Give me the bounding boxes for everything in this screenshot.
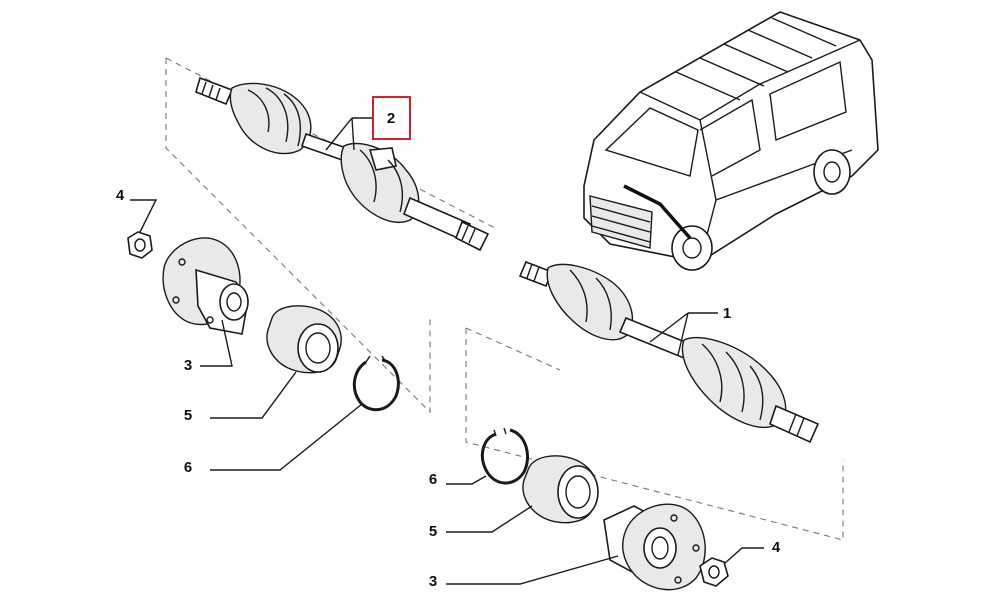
callout-6-left: 6	[184, 403, 363, 476]
bearing-icon	[522, 455, 599, 524]
callout-label-4-left: 4	[116, 187, 125, 204]
driveshaft-icon	[518, 260, 820, 444]
callout-4-left: 4	[116, 187, 158, 233]
callout-label-3-right: 3	[429, 573, 437, 590]
assembly-frame-right	[465, 327, 844, 541]
callout-3-left: 3	[184, 319, 233, 374]
hex-nut-icon	[699, 557, 729, 587]
callout-5-right: 5	[429, 505, 533, 540]
callout-6-right: 6	[429, 471, 487, 488]
wheel-hub-icon	[162, 237, 249, 335]
callout-2: 2	[325, 96, 411, 151]
callout-3-right: 3	[429, 555, 619, 590]
callout-label-6-right: 6	[429, 471, 437, 488]
callout-label-4-right: 4	[772, 539, 781, 556]
hex-nut-icon	[127, 231, 153, 259]
callout-label-5-left: 5	[184, 407, 192, 424]
callout-1: 1	[649, 305, 731, 356]
callout-label-2: 2	[387, 110, 395, 127]
callout-4-right: 4	[723, 539, 781, 565]
callout-label-6-left: 6	[184, 459, 192, 476]
bearing-icon	[266, 305, 342, 374]
circlip-icon	[352, 355, 400, 412]
assembly-frame-left	[165, 57, 496, 414]
circlip-icon	[480, 427, 529, 485]
callout-label-5-right: 5	[429, 523, 437, 540]
callout-label-1: 1	[723, 305, 731, 322]
callout-5-left: 5	[184, 371, 297, 424]
van-icon	[583, 11, 879, 271]
highlight-box	[372, 96, 411, 140]
wheel-hub-icon	[603, 503, 706, 591]
driveshaft-icon	[195, 76, 490, 252]
callout-label-3-left: 3	[184, 357, 192, 374]
